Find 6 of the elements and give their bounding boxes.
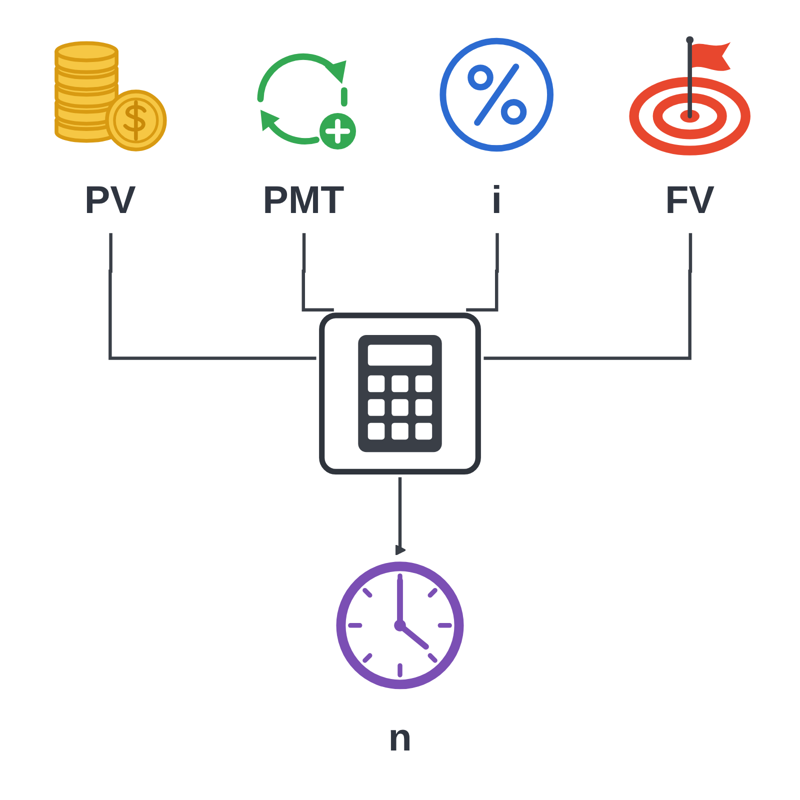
connector [108, 233, 316, 360]
connector [484, 233, 692, 360]
connector [466, 233, 499, 312]
node-picture [316, 310, 484, 478]
arrow [394, 477, 406, 556]
connector [302, 233, 334, 312]
